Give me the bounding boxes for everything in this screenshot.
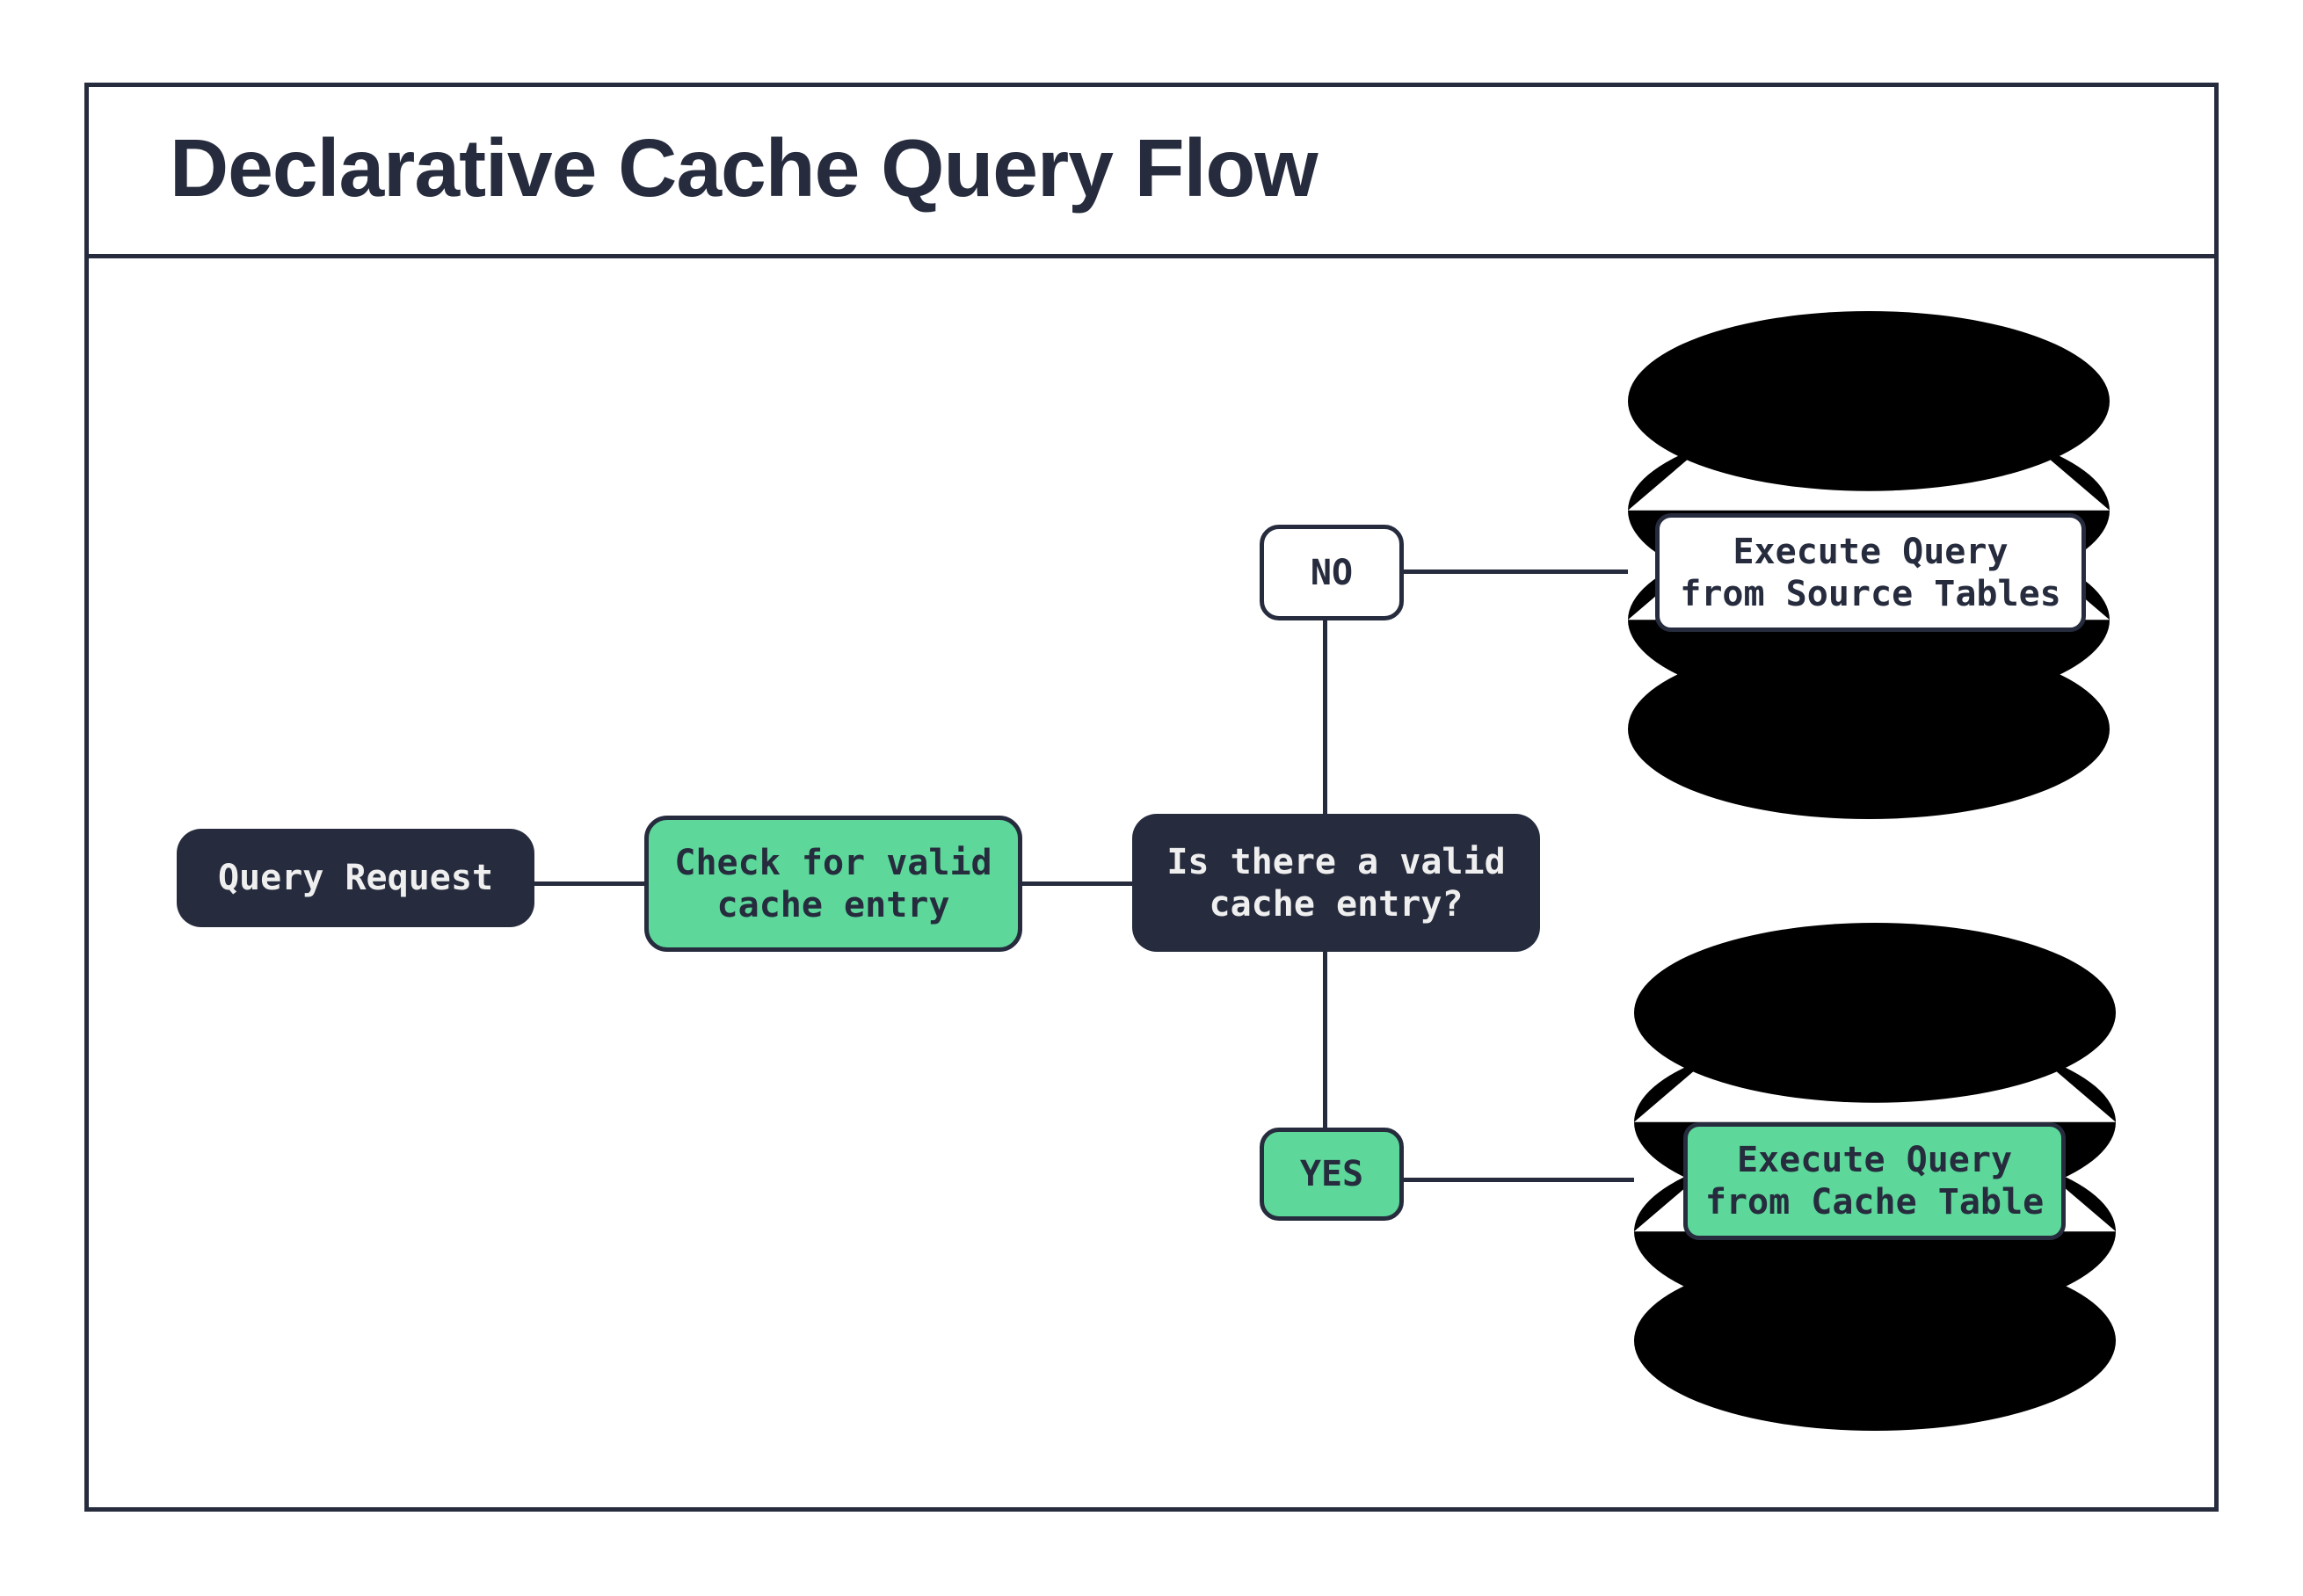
connector-decision-to-yes xyxy=(1323,949,1327,1130)
execute-cache-label-line1: Execute Query xyxy=(1736,1140,2013,1180)
connector-check-to-decision xyxy=(1022,881,1133,886)
title-band: Declarative Cache Query Flow xyxy=(84,83,2219,258)
decision-label-line2: cache entry? xyxy=(1209,883,1464,925)
execute-cache-node: Execute Query from Cache Table xyxy=(1683,1122,2066,1240)
no-branch-label: NO xyxy=(1310,552,1354,593)
execute-source-node: Execute Query from Source Tables xyxy=(1655,513,2086,632)
execute-cache-label-line2: from Cache Table xyxy=(1704,1182,2045,1222)
check-cache-label-line1: Check for valid xyxy=(674,842,992,883)
connector-query-to-check xyxy=(534,881,645,886)
decision-node: Is there a valid cache entry? xyxy=(1132,814,1540,952)
yes-branch-label: YES xyxy=(1299,1154,1364,1194)
decision-label-line1: Is there a valid xyxy=(1166,841,1506,882)
yes-branch-node: YES xyxy=(1260,1128,1404,1221)
check-cache-node: Check for valid cache entry xyxy=(644,816,1022,952)
no-branch-node: NO xyxy=(1260,525,1404,620)
query-request-label: Query Request xyxy=(217,858,494,898)
connector-no-to-source-db xyxy=(1402,569,1628,574)
connector-decision-to-no xyxy=(1323,618,1327,816)
query-request-node: Query Request xyxy=(177,829,534,927)
execute-source-label-line2: from Source Tables xyxy=(1680,573,2061,614)
connector-yes-to-cache-db xyxy=(1402,1178,1634,1182)
page-title: Declarative Cache Query Flow xyxy=(170,122,1319,214)
check-cache-label-line2: cache entry xyxy=(716,884,950,925)
execute-source-label-line1: Execute Query xyxy=(1733,531,2009,572)
